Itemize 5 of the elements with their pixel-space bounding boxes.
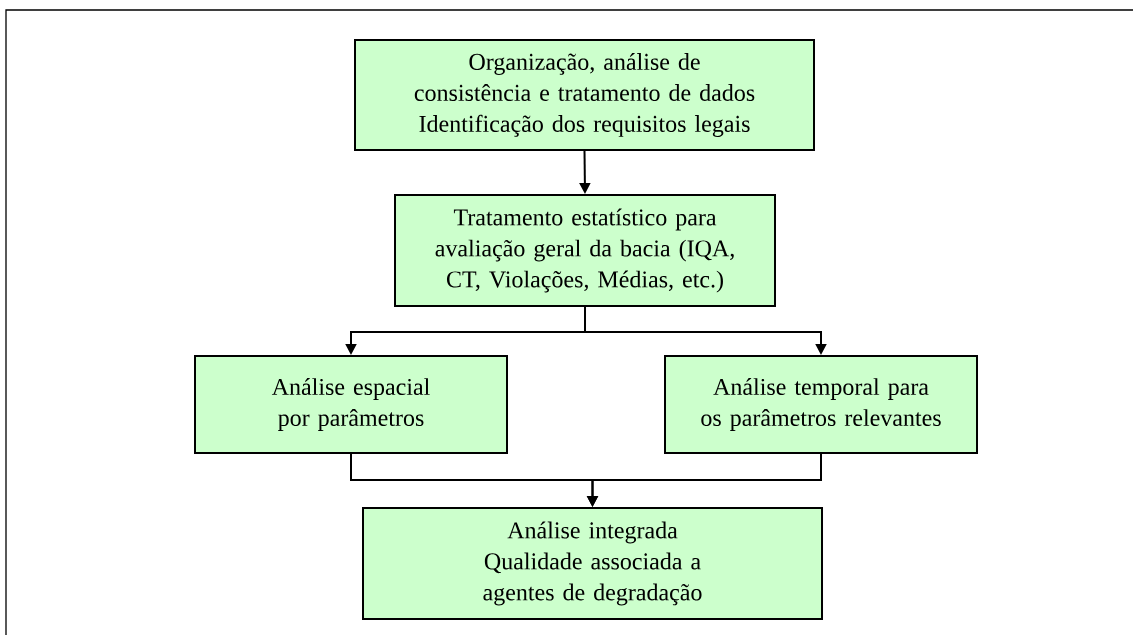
process-box: Tratamento estatístico para avaliação geral da bacia (IQA, CT, Violações, Médias, etc.) — [394, 194, 776, 307]
process-box: Análise espacial por parâmetros — [194, 355, 508, 454]
process-box: Organização, análise de consistência e tratamento de dados Identificação dos requisitos legais — [354, 39, 815, 151]
process-box: Análise temporal para os parâmetros relevantes — [664, 355, 978, 454]
process-box: Análise integrada Qualidade associada a agentes de degradação — [362, 507, 823, 620]
